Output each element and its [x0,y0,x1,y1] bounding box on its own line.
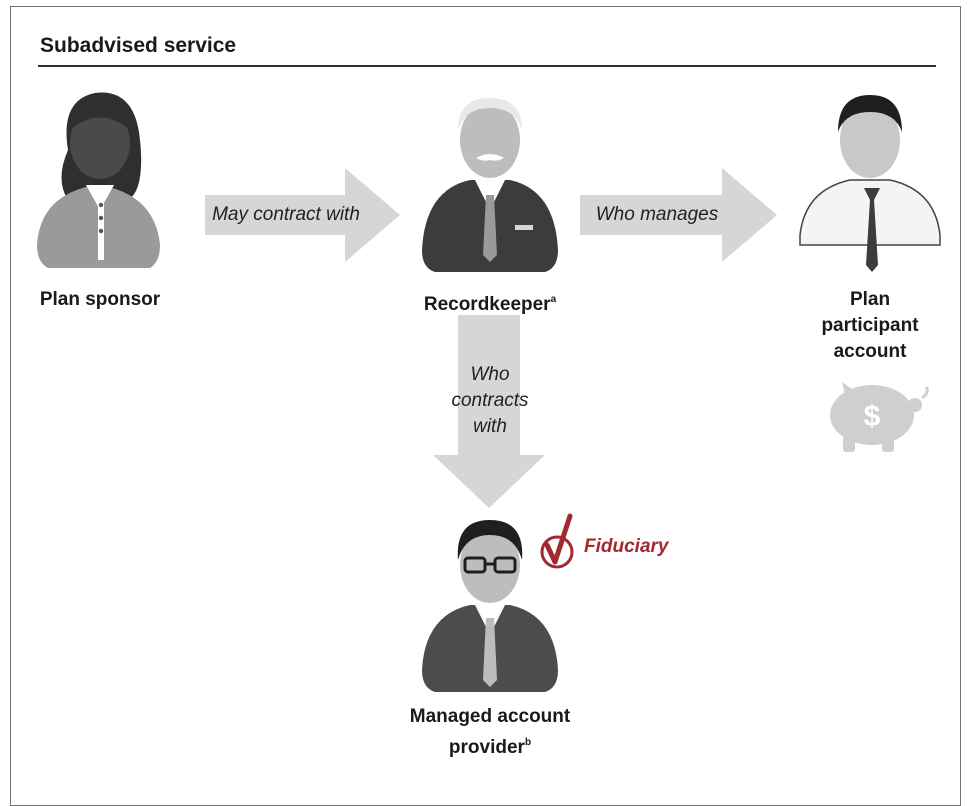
arrow-recordkeeper-to-provider [433,315,545,508]
edge-label-line-1: Who [470,364,510,385]
diagram-title: Subadvised service [40,34,237,57]
plan-participant-line-3: account [833,341,907,362]
plan-participant-line-2: participant [821,315,919,336]
managed-provider-figure [422,520,558,692]
checkmark-icon [540,513,574,569]
arrow-recordkeeper-to-participant [580,168,777,262]
recordkeeper-text: Recordkeeper [423,294,551,315]
fiduciary-label: Fiduciary [584,536,669,557]
diagram-canvas [37,92,941,692]
recordkeeper-figure [422,98,558,272]
managed-provider-line-2: provider [448,737,525,758]
edge-label-who-contracts-with: Who contracts with [440,362,540,440]
plan-sponsor-figure [37,92,160,268]
plan-participant-figure [799,95,941,272]
plan-participant-label: Plan participant account [800,287,940,365]
piggy-bank-dollar-layer: $ [0,0,972,779]
edge-label-line-2: contracts [451,390,529,411]
piggy-bank-icon [830,382,929,452]
piggy-bank-dollar-sign: $ [864,400,881,433]
edge-label-who-manages: Who manages [595,204,719,225]
managed-provider-label: Managed account providerb [385,704,595,761]
recordkeeper-label: Recordkeepera [395,287,585,318]
plan-sponsor-label: Plan sponsor [20,287,180,313]
recordkeeper-footnote: a [550,294,557,305]
edge-label-line-3: with [473,416,507,437]
arrow-sponsor-to-recordkeeper [205,168,400,262]
managed-provider-footnote: b [524,737,532,748]
managed-provider-line-1: Managed account [409,706,571,727]
plan-participant-line-1: Plan [849,289,891,310]
plan-sponsor-text: Plan sponsor [39,289,161,310]
edge-label-may-contract-with: May contract with [212,204,360,225]
title-divider [38,65,936,67]
